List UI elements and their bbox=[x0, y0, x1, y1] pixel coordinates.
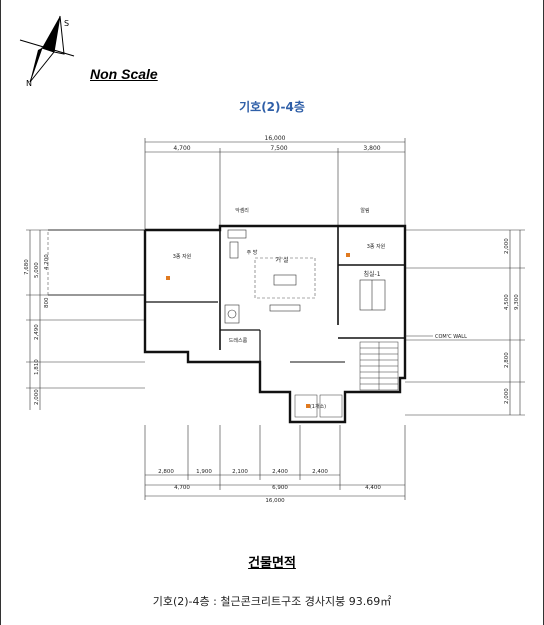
top-dim-2: 7,500 bbox=[270, 145, 287, 152]
building-area-title: 건물면적 bbox=[0, 552, 544, 571]
top-dim-total: 16,000 bbox=[265, 135, 286, 142]
room-label-right-top: 3종 자원 bbox=[367, 243, 386, 250]
left-dim-7: 2,000 bbox=[34, 389, 40, 405]
bottom-dim-8: 4,400 bbox=[365, 485, 381, 491]
room-label-bedroom: 침실-1 bbox=[363, 270, 380, 278]
bottom-dim-2: 1,900 bbox=[196, 469, 212, 475]
left-dim-4: 800 bbox=[44, 297, 50, 308]
compass-label-s: S bbox=[64, 19, 69, 28]
left-dim-2: 5,000 bbox=[34, 262, 40, 278]
building-area-line: 기호(2)-4층 : 철근콘크리트구조 경사지붕 93.69㎡ bbox=[152, 595, 392, 608]
room-label-kitchen: 주 방 bbox=[247, 249, 258, 256]
bottom-dim-5: 2,400 bbox=[312, 469, 328, 475]
scale-note: Non Scale bbox=[90, 66, 158, 82]
building-area-title-text: 건물면적 bbox=[248, 556, 296, 571]
right-dim-2: 4,500 bbox=[504, 294, 510, 310]
floor-plan-drawing: 16,000 4,700 7,500 3,800 7,680 5,000 4,2… bbox=[24, 135, 525, 504]
top-dim-3: 3,800 bbox=[363, 145, 380, 152]
left-dim-3: 4,200 bbox=[44, 254, 50, 270]
top-dim-1: 4,700 bbox=[173, 145, 190, 152]
bottom-dim-4: 2,400 bbox=[272, 469, 288, 475]
room-label-left: 3종 자원 bbox=[173, 253, 192, 260]
right-dim-4: 2,800 bbox=[504, 352, 510, 368]
compass-icon: S N bbox=[19, 15, 75, 88]
room-label-dress: 드레스룸 bbox=[229, 337, 248, 344]
room-label-bath: (1개소) bbox=[310, 403, 326, 410]
compass-label-n: N bbox=[26, 79, 32, 88]
left-dim-5: 2,490 bbox=[34, 324, 40, 340]
note-wall: COM'C WALL bbox=[435, 334, 467, 340]
bottom-dim-total: 16,000 bbox=[265, 498, 285, 504]
bottom-dim-1: 2,800 bbox=[158, 469, 174, 475]
right-dim-5: 2,000 bbox=[504, 388, 510, 404]
right-dim-3: 9,300 bbox=[514, 294, 520, 310]
left-dim-6: 1,810 bbox=[34, 359, 40, 375]
bottom-dim-3: 2,100 bbox=[232, 469, 248, 475]
note-top-right: 알림 bbox=[360, 207, 369, 214]
bottom-dim-6: 4,700 bbox=[174, 485, 190, 491]
room-label-living: 거 실 bbox=[276, 256, 289, 264]
right-dim-1: 2,000 bbox=[504, 238, 510, 254]
floor-title: 기호(2)-4층 bbox=[239, 100, 305, 114]
note-stair: 악셈리 bbox=[235, 207, 249, 214]
left-dim-1: 7,680 bbox=[24, 259, 30, 275]
bottom-dim-7: 6,900 bbox=[272, 485, 288, 491]
